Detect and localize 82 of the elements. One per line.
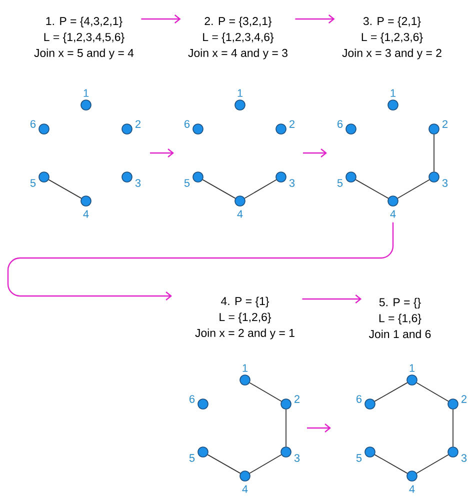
tree-edge	[374, 454, 408, 474]
vertex-dot	[448, 446, 458, 458]
vertex-dot	[448, 398, 458, 410]
vertex-label: 1	[410, 364, 414, 372]
step-text: 5. P = {} L = {1,6} Join 1 and 6	[368, 298, 431, 338]
vertex-label: 2	[442, 120, 448, 128]
vertex-label: 1	[238, 89, 243, 97]
tree-edge	[244, 179, 277, 199]
vertex-label: 6	[338, 120, 343, 128]
vertex-dot	[198, 398, 208, 410]
step-text: 3. P = {2,1} L = {1,2,3,6} Join x = 3 and y = 2	[342, 16, 442, 60]
vertex-label: 2	[294, 395, 300, 403]
vertex-dot	[346, 124, 356, 134]
tree-edge	[249, 382, 282, 402]
tree-edge	[452, 408, 454, 448]
vertex-label: 2	[462, 395, 466, 403]
vertex-dot	[234, 196, 246, 206]
vertex-label: 4	[242, 485, 248, 493]
tree-edge	[416, 454, 449, 474]
vertex-label: 3	[289, 179, 295, 187]
vertex-dot	[364, 398, 376, 410]
vertex-label: 4	[83, 210, 89, 218]
vertex-dot	[192, 124, 204, 134]
vertex-dot	[364, 446, 376, 458]
vertex-label: 4	[390, 210, 396, 218]
vertex-dot	[276, 124, 286, 134]
vertex-dot	[406, 470, 418, 482]
vertex-label: 4	[237, 210, 243, 218]
vertex-dot	[122, 124, 132, 134]
vertex-label: 3	[135, 179, 141, 187]
tree-edge	[416, 382, 449, 402]
arrow	[302, 294, 362, 304]
arrow	[141, 14, 181, 24]
vertex-dot	[280, 446, 292, 458]
tree-edge	[397, 179, 430, 199]
tree-edge	[355, 179, 389, 199]
vertex-dot	[38, 124, 50, 134]
vertex-label: 2	[290, 120, 294, 128]
vertex-label: 1	[84, 89, 89, 97]
tree-edge	[249, 454, 282, 474]
vertex-dot	[80, 196, 92, 206]
vertex-dot	[346, 172, 356, 182]
tree-edge	[48, 179, 82, 199]
vertex-dot	[388, 100, 398, 110]
vertex-dot	[428, 124, 440, 134]
vertex-label: 4	[409, 485, 415, 493]
tree-edge	[207, 454, 241, 474]
vertex-dot	[428, 172, 440, 182]
vertex-label: 6	[184, 120, 190, 128]
arrow	[7, 222, 394, 300]
vertex-dot	[276, 172, 286, 182]
vertex-label: 5	[337, 179, 343, 187]
vertex-dot	[234, 100, 246, 110]
vertex-dot	[192, 172, 204, 182]
vertex-dot	[122, 172, 132, 182]
vertex-label: 6	[356, 395, 362, 403]
vertex-dot	[198, 446, 208, 458]
vertex-label: 5	[356, 454, 362, 462]
vertex-label: 5	[184, 179, 190, 187]
vertex-label: 3	[294, 454, 300, 462]
vertex-dot	[388, 196, 398, 206]
vertex-label: 2	[136, 120, 140, 128]
vertex-dot	[80, 100, 92, 110]
tree-edge	[374, 382, 408, 402]
vertex-label: 1	[390, 89, 396, 97]
vertex-label: 3	[442, 179, 448, 187]
vertex-label: 1	[242, 364, 248, 372]
step-text: 1. P = {4,3,2,1} L = {1,2,3,4,5,6} Join x = 5 and y = 4	[34, 16, 134, 60]
tree-edge	[202, 179, 236, 199]
step-text: 4. P = {1} L = {1,2,6} Join x = 2 and y = 1	[195, 296, 294, 340]
vertex-label: 6	[30, 120, 36, 128]
vertex-dot	[240, 470, 250, 482]
vertex-dot	[240, 374, 250, 386]
arrow	[295, 14, 335, 24]
vertex-dot	[406, 374, 418, 386]
vertex-label: 3	[461, 454, 467, 462]
vertex-label: 5	[30, 179, 36, 187]
step-text: 2. P = {3,2,1} L = {1,2,3,4,6} Join x = 4 and y = 3	[188, 16, 288, 60]
vertex-dot	[38, 172, 50, 182]
vertex-dot	[280, 398, 292, 410]
vertex-label: 5	[189, 454, 195, 462]
vertex-label: 6	[190, 395, 195, 403]
